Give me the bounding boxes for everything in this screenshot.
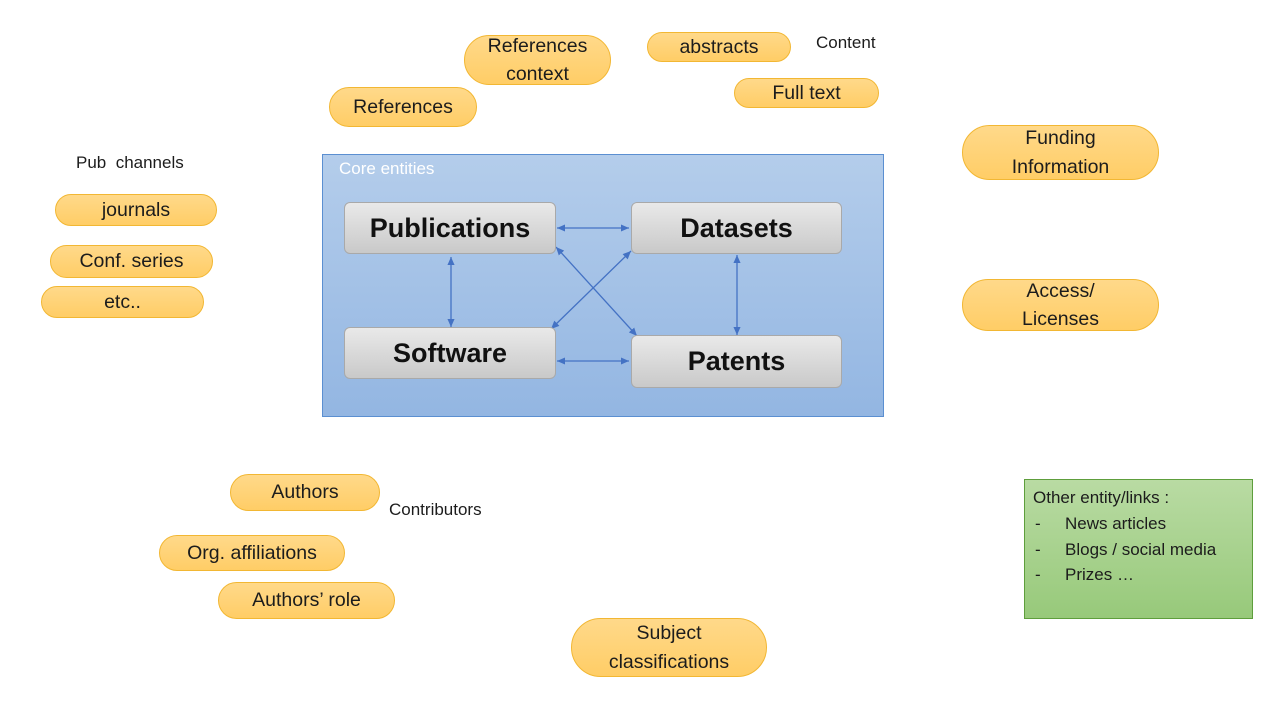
content-label: Content [816,33,876,52]
arrow-software-datasets [550,250,632,330]
news-articles-item: News articles [1065,513,1167,533]
access-licenses-pill: Access/ Licenses [962,279,1159,331]
list-item: - Blogs / social media [1033,537,1244,563]
subject-classifications-pill: Subject classifications [571,618,767,677]
contributors-label: Contributors [389,500,482,519]
funding-information-pill: Funding Information [962,125,1159,180]
references-pill: References [329,87,477,127]
list-item: - News articles [1033,511,1244,537]
bullet-dash: - [1035,539,1041,559]
arrow-publications-patents [555,246,638,337]
core-entities-title: Core entities [339,159,435,178]
list-item: - Prizes … [1033,562,1244,588]
datasets-entity: Datasets [631,202,842,254]
org-affiliations-pill: Org. affiliations [159,535,345,571]
full-text-pill: Full text [734,78,879,108]
patents-entity: Patents [631,335,842,388]
prizes-item: Prizes … [1065,565,1134,585]
journals-pill: journals [55,194,217,226]
etc-pill: etc.. [41,286,204,318]
software-entity: Software [344,327,556,379]
references-context-pill: References context [464,35,611,85]
bullet-dash: - [1035,565,1041,585]
other-entity-links-list: - News articles - Blogs / social media -… [1033,511,1244,588]
conf-series-pill: Conf. series [50,245,213,278]
pub-channels-label: Pub channels [76,153,184,172]
other-entity-links-title: Other entity/links : [1033,488,1170,507]
publications-entity: Publications [344,202,556,254]
authors-pill: Authors [230,474,380,511]
bullet-dash: - [1035,513,1041,533]
other-entity-links-box: Other entity/links : - News articles - B… [1024,479,1253,619]
blogs-social-media-item: Blogs / social media [1065,539,1217,559]
abstracts-pill: abstracts [647,32,791,62]
authors-role-pill: Authors’ role [218,582,395,619]
